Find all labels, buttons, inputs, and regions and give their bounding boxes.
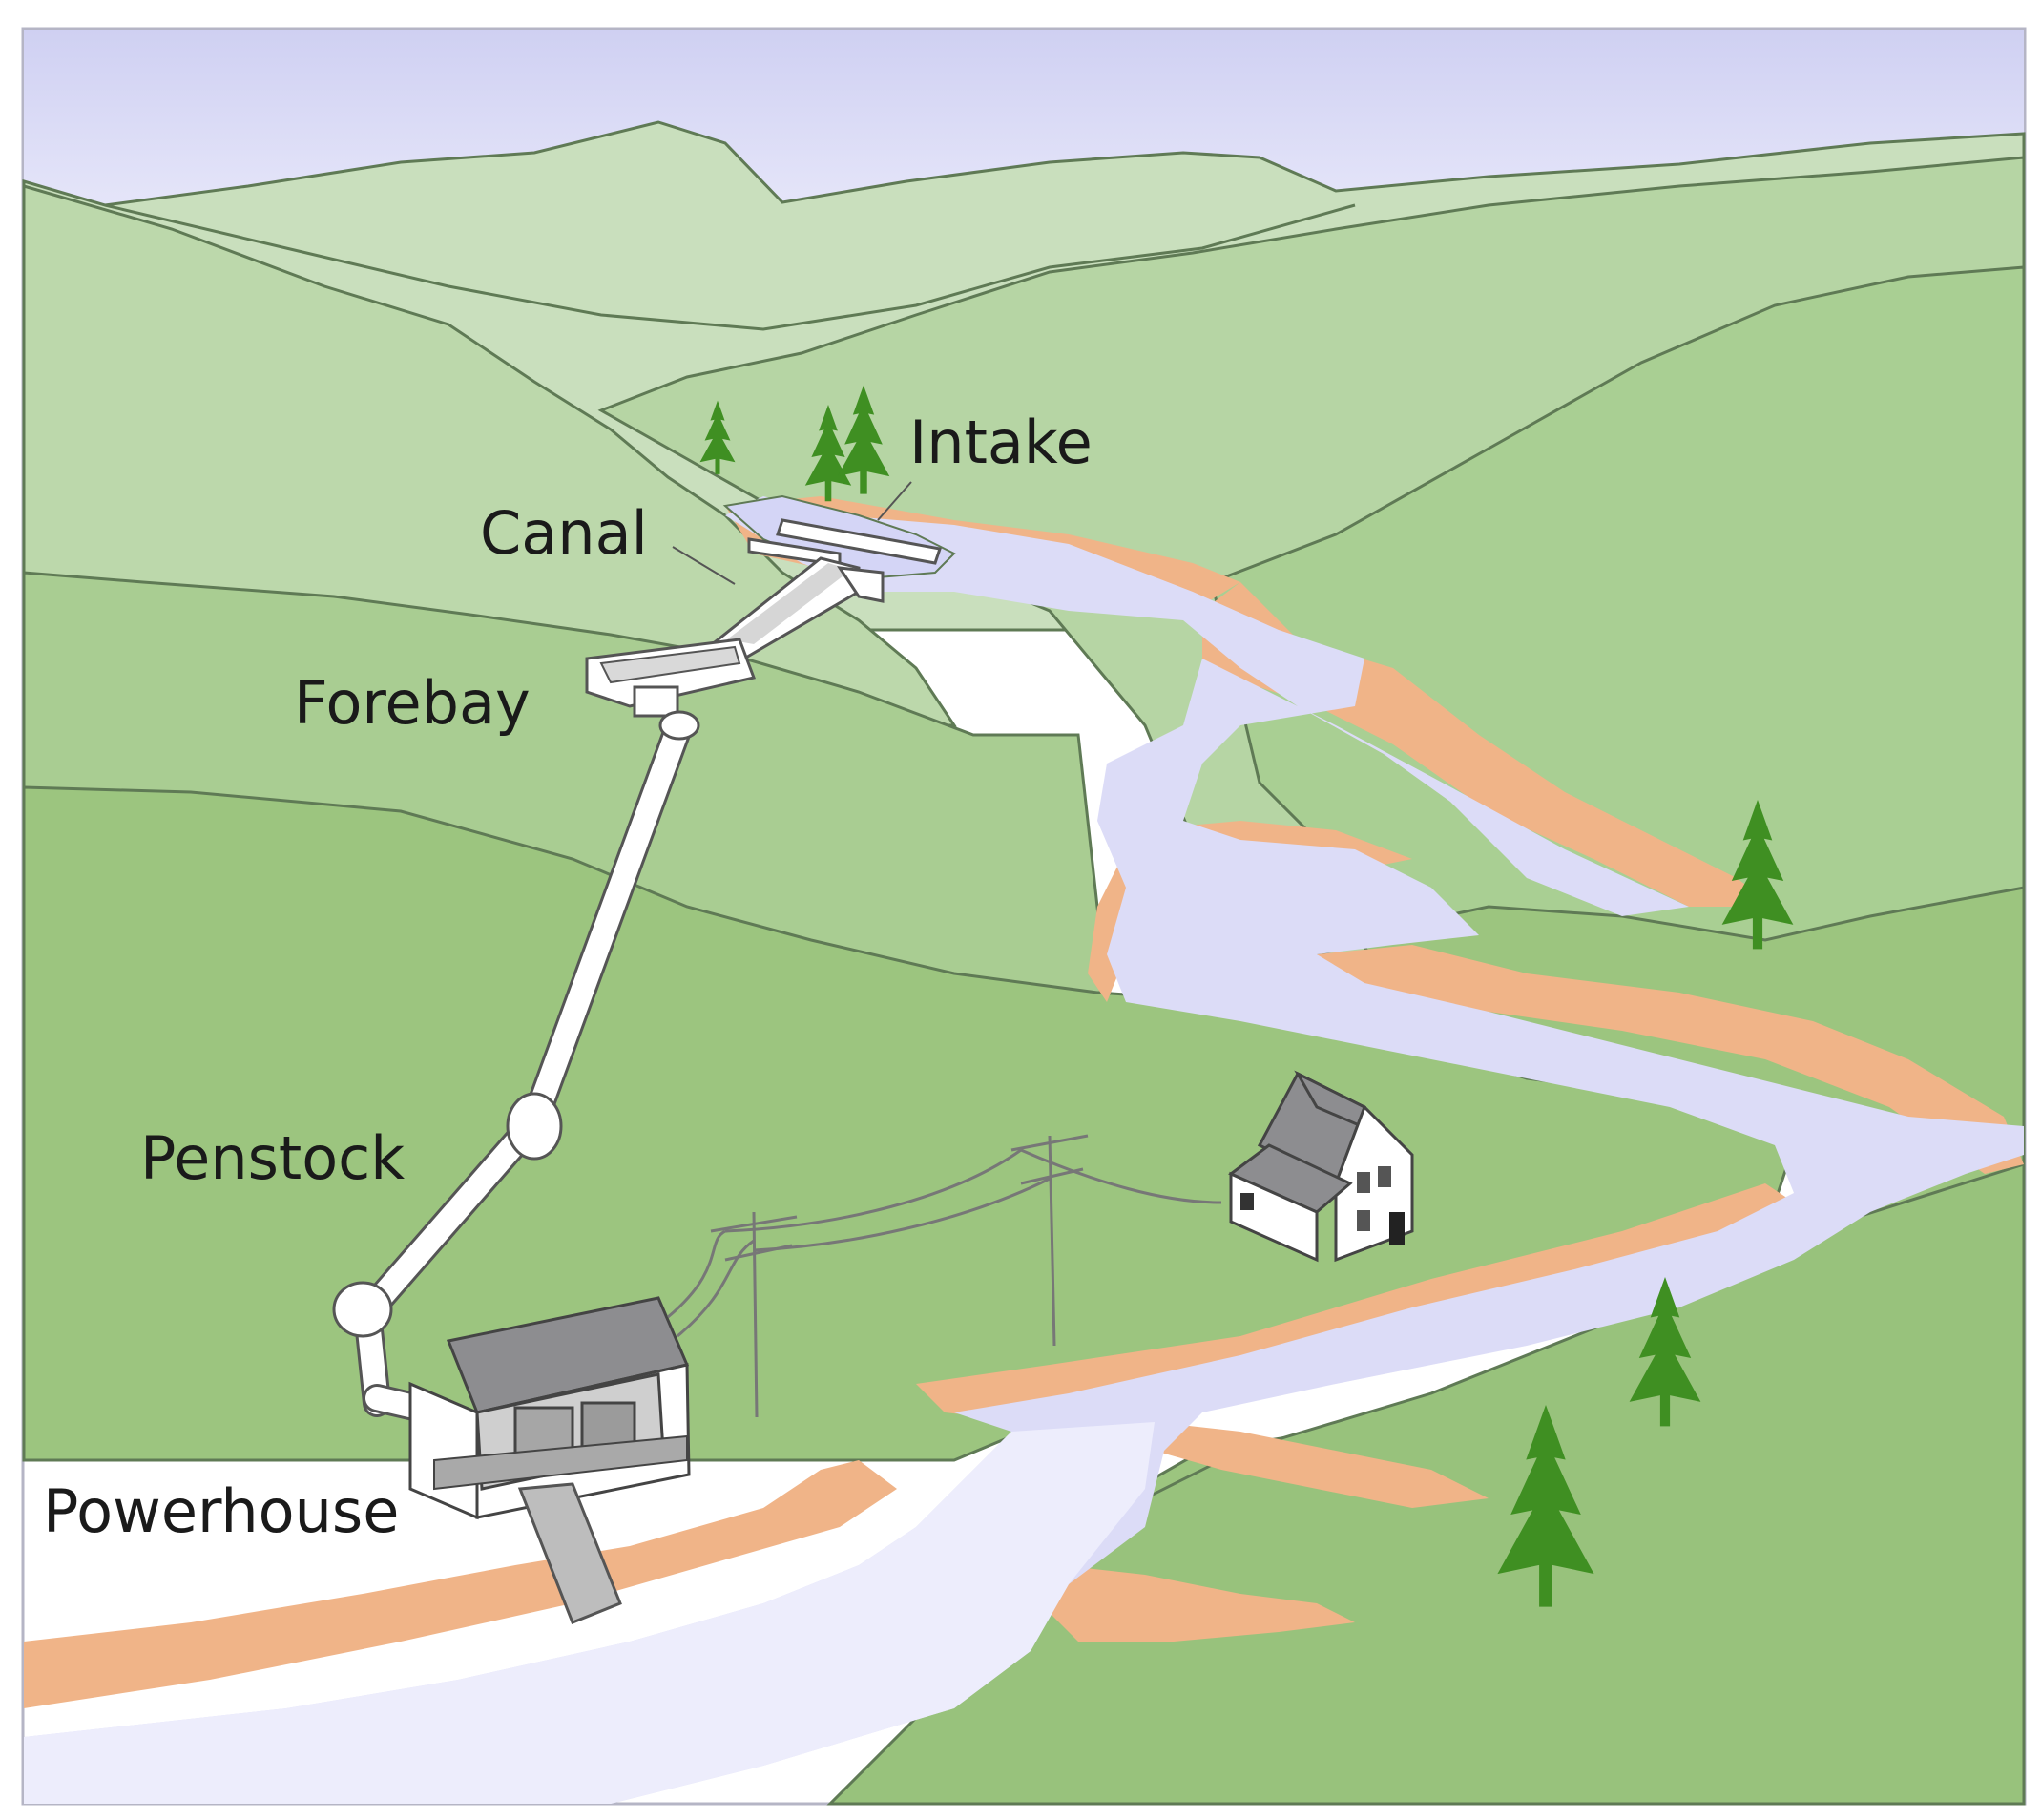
lower-bank-right [1155, 1422, 1489, 1508]
leader-lines [672, 481, 912, 585]
canal-label: Canal [480, 498, 648, 568]
tailrace [517, 1482, 622, 1624]
forebay-label: Forebay [294, 668, 531, 738]
right-bank-mid [1317, 945, 2024, 1174]
intake-label: Intake [909, 408, 1093, 477]
lower-bank-left [916, 1183, 1794, 1422]
penstock-label: Penstock [140, 1123, 405, 1193]
forebay-structure [585, 638, 757, 718]
river-lower-light [24, 1422, 1155, 1804]
power-line [667, 1134, 1222, 1418]
bottom-bank-left [24, 1460, 897, 1708]
penstock-pipe [332, 710, 700, 1427]
powerhouse-label: Powerhouse [43, 1476, 399, 1546]
canal [702, 556, 885, 660]
house [1228, 1070, 1414, 1263]
far-ridge-line [104, 203, 1356, 331]
bottom-bank-right [1050, 1565, 1355, 1642]
powerhouse-building [408, 1296, 691, 1520]
